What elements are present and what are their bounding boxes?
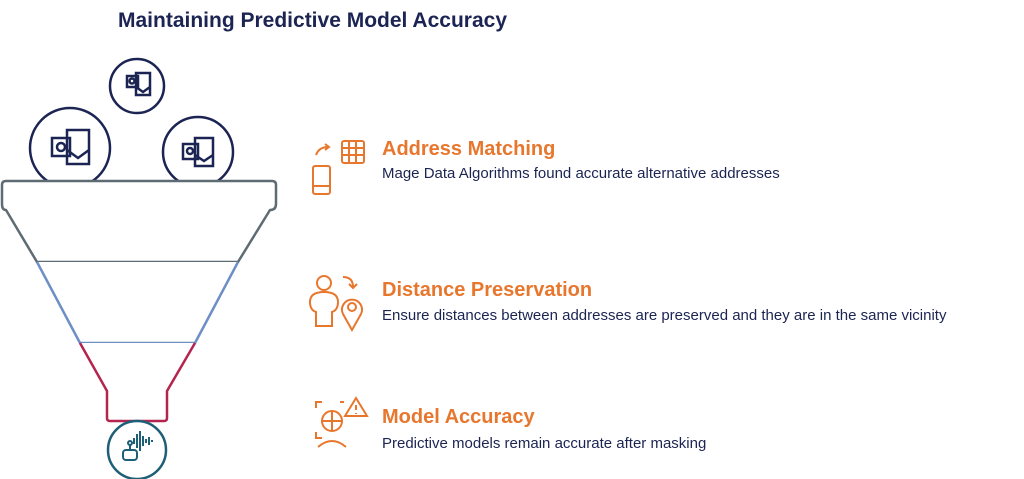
data-icons (28, 57, 235, 190)
model-accuracy-description: Predictive models remain accurate after … (382, 435, 707, 452)
distance-preservation-heading: Distance Preservation (382, 279, 593, 301)
address-matching-heading: Address Matching (382, 138, 556, 160)
address-matching-description: Mage Data Algorithms found accurate alte… (382, 165, 780, 182)
ai-output-circle (106, 419, 168, 479)
phone-swap-table-icon (312, 140, 365, 195)
person-location-icon (308, 275, 363, 333)
robot-soundwave-icon (122, 431, 153, 461)
outlook-icon-circle-left (28, 106, 112, 190)
funnel-top-section (0, 179, 278, 264)
distance-preservation-description: Ensure distances between addresses are p… (382, 307, 947, 324)
globe-alert-scan-icon (315, 396, 369, 448)
funnel-bottom-section (78, 342, 197, 423)
page-title: Maintaining Predictive Model Accuracy (118, 9, 507, 32)
funnel-middle-section (35, 261, 240, 345)
outlook-icon-circle-top (108, 57, 166, 115)
funnel (0, 179, 278, 423)
item-icons (308, 140, 369, 448)
model-accuracy-heading: Model Accuracy (382, 406, 535, 428)
outlook-icon-circle-right (161, 115, 235, 189)
